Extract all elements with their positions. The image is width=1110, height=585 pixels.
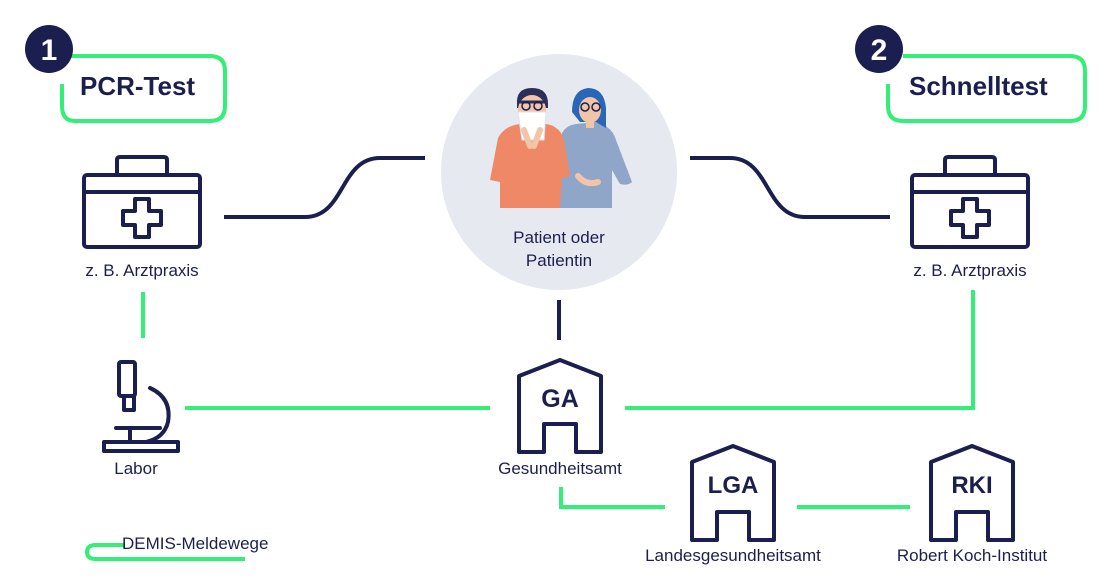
patient-illustration [490, 88, 632, 208]
step2-title: Schnelltest [909, 71, 1048, 101]
microscope-icon [102, 360, 180, 453]
step1-number: 1 [41, 34, 58, 67]
connector-patient-to-practice-right [690, 156, 890, 219]
legend-swatch [84, 543, 245, 561]
step2-number-badge [855, 25, 903, 73]
demis-path-ga-to-lga [559, 487, 665, 509]
step1-number-badge [25, 25, 73, 73]
patient-label-line2: Patientin [525, 250, 593, 270]
patient-label: Patient oder Patientin [469, 227, 649, 273]
practice-right-label: z. B. Arztpraxis [913, 261, 1027, 280]
step1-tag-outline [60, 54, 227, 123]
rki-building-icon [929, 444, 1015, 542]
medical-case-icon-left [82, 155, 202, 249]
lga-label: Landesgesundheitsamt [645, 546, 821, 565]
patient-label-line1: Patient oder [513, 228, 605, 247]
ga-label: Gesundheitsamt [498, 459, 622, 478]
demis-path-practice-right-to-ga [625, 290, 975, 410]
step2-number: 2 [871, 34, 888, 67]
step2-tag-outline [886, 54, 1087, 123]
medical-case-icon-right [910, 155, 1030, 249]
lga-badge-text: LGA [708, 472, 759, 499]
step1-title: PCR-Test [80, 71, 196, 101]
lga-building-icon [690, 444, 776, 542]
ga-badge-text: GA [541, 385, 579, 413]
connector-practice-left-to-patient [224, 156, 425, 219]
ga-building-icon [517, 358, 603, 454]
rki-badge-text: RKI [951, 472, 992, 499]
rki-label: Robert Koch-Institut [896, 546, 1048, 565]
labor-label: Labor [114, 459, 158, 478]
legend-label: DEMIS-Meldewege [122, 534, 269, 553]
practice-left-label: z. B. Arztpraxis [85, 261, 199, 280]
